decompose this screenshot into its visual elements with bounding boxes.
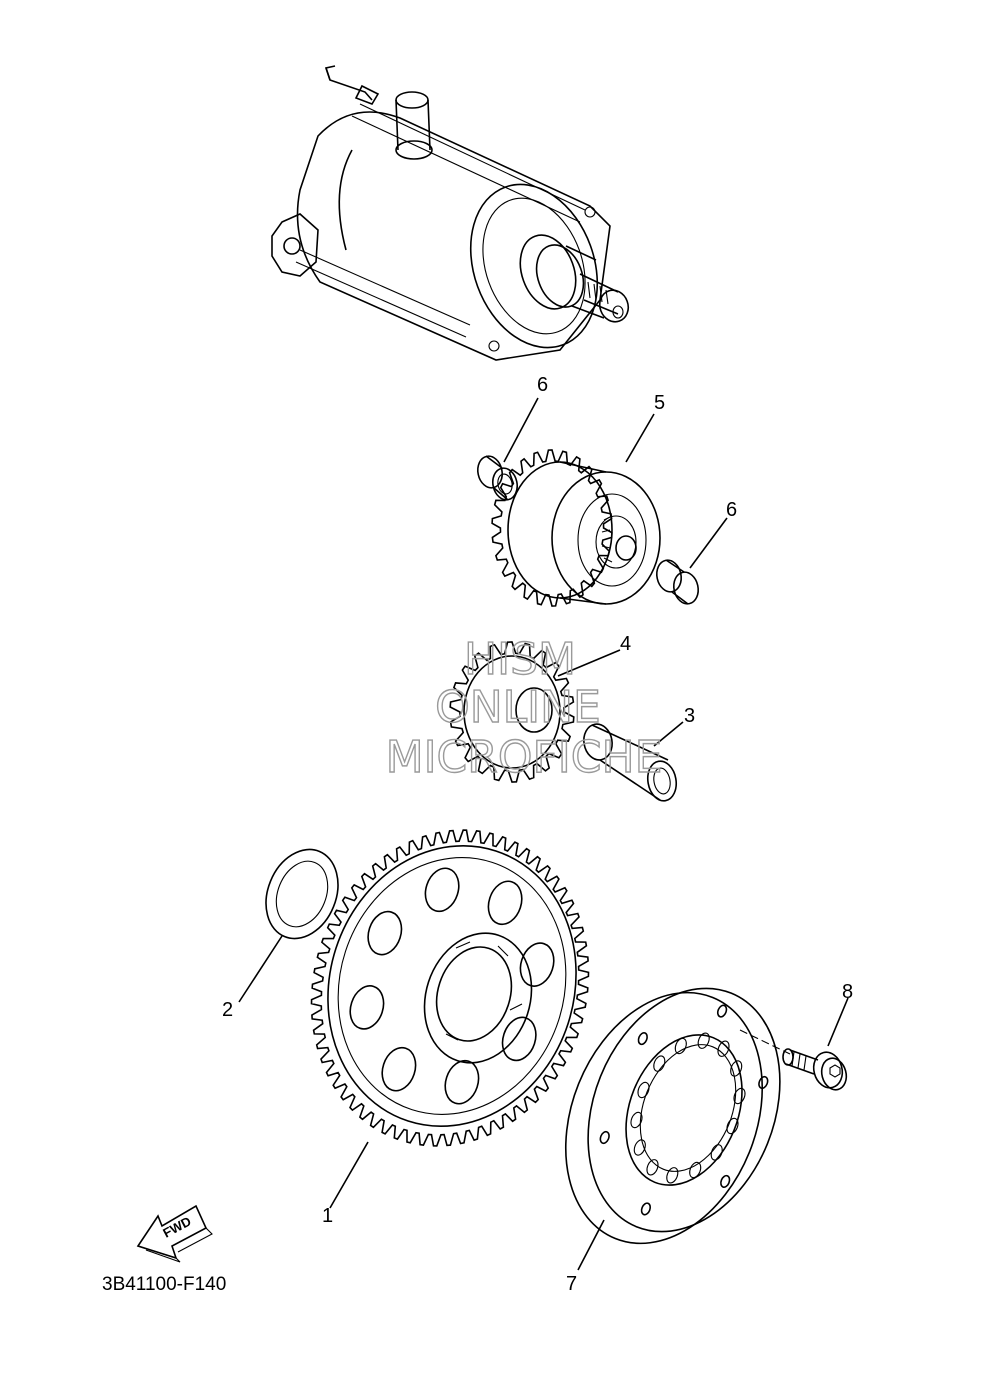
leader-lines [238, 397, 849, 1271]
gear-hole [444, 1059, 480, 1105]
clutch-roller [653, 1055, 666, 1072]
bushing-6-left[interactable] [475, 454, 520, 502]
clutch-bolt-hole [640, 1202, 652, 1216]
clutch-roller [733, 1087, 746, 1105]
idler-gear-5[interactable] [491, 449, 661, 607]
diagram-code: 3B41100-F140 [102, 1274, 226, 1295]
callout-3: 3 [684, 705, 695, 727]
washer-2[interactable] [253, 839, 351, 950]
clutch-roller [630, 1111, 643, 1129]
clutch-roller [726, 1117, 739, 1135]
watermark-line-1: HISM [464, 634, 576, 685]
gear-hole [424, 867, 460, 913]
callout-5: 5 [654, 392, 665, 414]
clutch-roller [710, 1144, 723, 1161]
clutch-bolt-hole [637, 1032, 648, 1046]
callout-6-right: 6 [726, 499, 737, 521]
clutch-bolt-hole [720, 1174, 731, 1188]
starter-motor[interactable] [271, 65, 633, 365]
clutch-roller [689, 1161, 702, 1179]
starter-wheel-gear-1[interactable] [292, 813, 612, 1159]
clutch-roller [717, 1040, 730, 1057]
gear-hole [367, 910, 403, 956]
clutch-bolt-hole [758, 1075, 769, 1090]
callout-8: 8 [842, 981, 853, 1003]
clutch-roller [646, 1159, 659, 1176]
shaft-3[interactable] [581, 722, 679, 803]
gear-4[interactable] [449, 641, 575, 783]
gear-hole [519, 942, 555, 987]
clutch-roller [730, 1060, 743, 1077]
watermark: HISM ONLINE MICROFICHE [385, 633, 663, 783]
watermark-line-2: ONLINE [435, 682, 601, 733]
gear-hole [487, 880, 523, 926]
callout-4: 4 [620, 633, 631, 655]
clutch-roller [633, 1139, 646, 1156]
fwd-arrow: FWD [136, 1204, 213, 1263]
callout-7: 7 [566, 1273, 577, 1295]
gear-hole [349, 985, 385, 1030]
callout-6-left: 6 [537, 374, 548, 396]
clutch-bolt-hole [716, 1004, 728, 1018]
one-way-clutch-7[interactable] [530, 959, 815, 1273]
callout-1: 1 [322, 1205, 333, 1227]
watermark-line-3: MICROFICHE [386, 732, 663, 783]
gear-hole [381, 1046, 417, 1092]
callout-labels: 6 5 6 4 3 2 1 7 8 [222, 374, 853, 1295]
clutch-roller [674, 1037, 687, 1055]
gear-hole [501, 1016, 537, 1062]
clutch-bolt-hole [599, 1130, 610, 1145]
bolt-8[interactable] [782, 1048, 850, 1093]
clutch-roller [666, 1167, 679, 1184]
clutch-roller [637, 1081, 650, 1099]
bushing-6-right[interactable] [654, 558, 701, 606]
callout-2: 2 [222, 999, 233, 1021]
clutch-roller [697, 1032, 710, 1049]
